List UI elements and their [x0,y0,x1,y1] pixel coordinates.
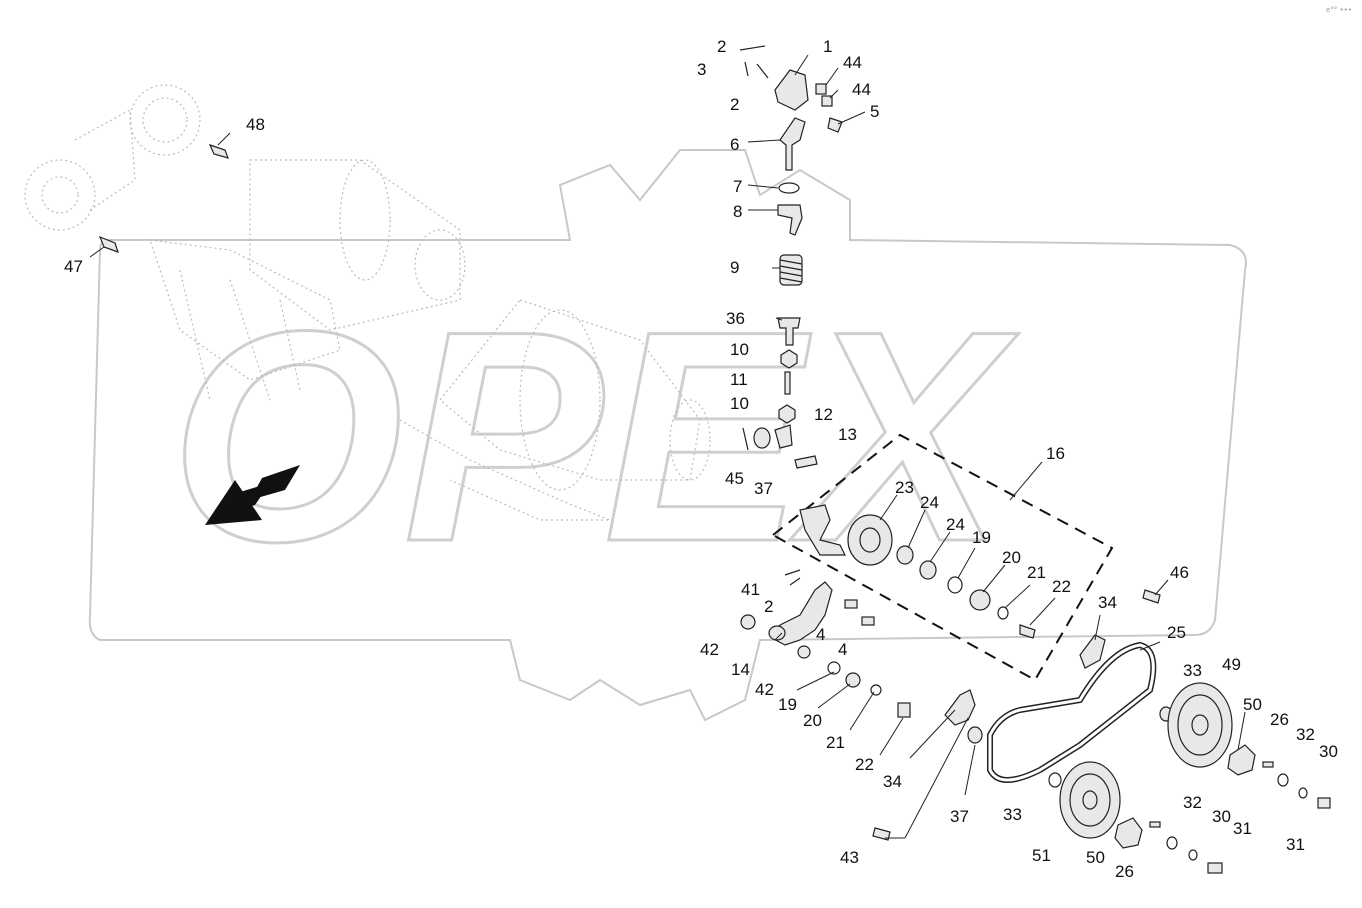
callout: 31 [1286,835,1305,854]
callout: 8 [733,202,742,221]
callout: 21 [1027,563,1046,582]
callout: 9 [730,258,739,277]
callout: 2 [717,37,726,56]
callout: 34 [1098,593,1117,612]
callout: 34 [883,772,902,791]
callout: 37 [950,807,969,826]
callout: 33 [1003,805,1022,824]
callout: 50 [1086,848,1105,867]
callout: 7 [733,177,742,196]
corner-mark: e°° ••• [1326,6,1352,14]
callout: 46 [1170,563,1189,582]
callout: 26 [1270,710,1289,729]
belt-and-pulleys [872,589,1331,874]
callout: 32 [1183,793,1202,812]
callout: 10 [730,394,749,413]
callout: 49 [1222,655,1241,674]
callout: 4 [838,640,847,659]
leader-lines [89,54,1246,839]
callout: 22 [855,755,874,774]
tensioner-stack [739,45,843,469]
callout: 23 [895,478,914,497]
callout: 31 [1233,819,1252,838]
callout: 44 [843,53,862,72]
watermark: OPEX [88,149,1247,722]
callout: 30 [1319,742,1338,761]
callout: 2 [730,95,739,114]
callout: 32 [1296,725,1315,744]
callout: 24 [920,493,939,512]
callout: 12 [814,405,833,424]
callout: 6 [730,135,739,154]
callout: 51 [1032,846,1051,865]
callout: 10 [730,340,749,359]
callout: 24 [946,515,965,534]
callout: 47 [64,257,83,276]
callout: 3 [697,60,706,79]
callout: 44 [852,80,871,99]
callout: 48 [246,115,265,134]
callout: 5 [870,102,879,121]
callout: 2 [764,597,773,616]
idler-arm-group [771,433,1114,682]
rotor-assembly-background [24,84,711,521]
grease-fittings-left [98,144,229,253]
lower-arm-parts [740,569,983,744]
callout: 33 [1183,661,1202,680]
callout: 11 [730,370,748,389]
callout: 42 [755,680,774,699]
callout: 25 [1167,623,1186,642]
callouts: 2 1 3 44 2 44 5 48 6 7 8 47 9 36 10 11 1… [64,37,1338,881]
callout: 1 [823,37,832,56]
callout: 21 [826,733,845,752]
callout: 42 [700,640,719,659]
callout: 20 [1002,548,1021,567]
callout: 37 [754,479,773,498]
watermark-text: OPEX [170,268,1019,604]
callout: 13 [838,425,857,444]
callout: 45 [725,469,744,488]
callout: 41 [741,580,760,599]
callout: 16 [1046,444,1065,463]
callout: 30 [1212,807,1231,826]
callout: 50 [1243,695,1262,714]
callout: 36 [726,309,745,328]
callout: 4 [816,625,825,644]
callout: 14 [731,660,750,679]
callout: 26 [1115,862,1134,881]
callout: 19 [972,528,991,547]
callout: 20 [803,711,822,730]
callout: 43 [840,848,859,867]
callout: 19 [778,695,797,714]
callout: 22 [1052,577,1071,596]
